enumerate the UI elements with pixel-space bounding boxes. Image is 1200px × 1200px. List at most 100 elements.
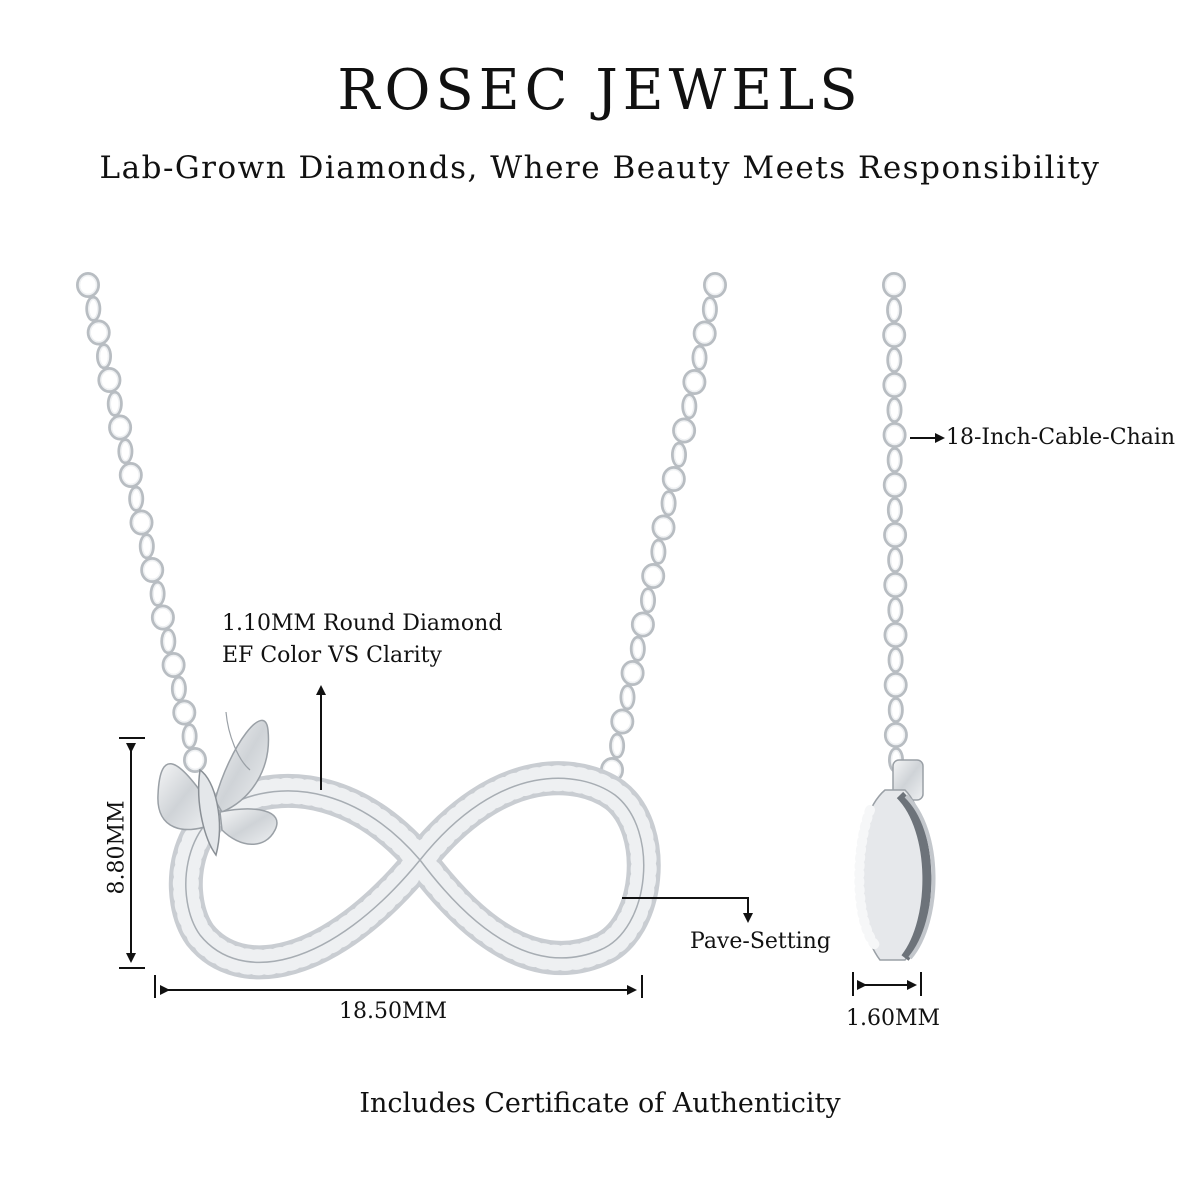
chain-link-highlight xyxy=(889,349,900,371)
chain-link xyxy=(620,660,645,686)
chain-link xyxy=(118,462,143,488)
chain-link-highlight xyxy=(130,488,142,510)
chain-link-highlight xyxy=(643,565,663,587)
chain-link xyxy=(882,472,907,498)
chain-link xyxy=(692,320,717,347)
chain-link xyxy=(886,447,903,473)
chain-link-highlight xyxy=(653,541,664,563)
chain-link xyxy=(149,580,166,607)
chain-link-highlight xyxy=(184,726,195,747)
chain-link-highlight xyxy=(889,449,900,471)
chain-link xyxy=(183,747,207,773)
chain-link-highlight xyxy=(684,396,695,417)
chain-link-highlight xyxy=(695,323,714,344)
chain-link xyxy=(150,604,175,631)
chain-link-highlight xyxy=(153,607,173,628)
width-label: 18.50MM xyxy=(339,999,448,1024)
chain-link-highlight xyxy=(886,674,905,696)
chain-link xyxy=(886,297,903,323)
chain-link-highlight xyxy=(132,512,151,533)
chain-link-highlight xyxy=(886,724,906,746)
chain-link-highlight xyxy=(633,614,653,635)
brand-title: ROSEC JEWELS xyxy=(337,58,863,123)
side-view-pendant xyxy=(854,759,936,961)
chain-link xyxy=(887,647,904,673)
chain-link xyxy=(681,393,698,420)
chain-link xyxy=(86,319,111,346)
chain-link-highlight xyxy=(654,517,673,538)
diamond-spec-line1: 1.10MM Round Diamond xyxy=(222,611,503,636)
chain-link-highlight xyxy=(889,399,900,421)
chain-link xyxy=(138,533,155,560)
chain-link-highlight xyxy=(164,654,183,676)
chain-link-highlight xyxy=(623,662,642,684)
chain-link xyxy=(887,597,904,623)
chain-link xyxy=(129,509,154,536)
chain-link-highlight xyxy=(185,749,205,771)
chain-link xyxy=(650,538,667,565)
chain-link xyxy=(887,547,904,573)
chain-link xyxy=(883,572,908,598)
chain-label: 18-Inch-Cable-Chain xyxy=(946,425,1176,450)
chain-link-highlight xyxy=(632,638,644,660)
chain-link-highlight xyxy=(611,735,623,757)
chain-link-highlight xyxy=(89,322,108,343)
chain-link xyxy=(672,417,697,444)
chain-link xyxy=(181,723,198,750)
chain-link-highlight xyxy=(885,474,905,496)
chain-link-highlight xyxy=(674,420,694,441)
chain-link xyxy=(96,343,112,370)
chain-link xyxy=(630,611,655,638)
diamond-spec-line2: EF Color VS Clarity xyxy=(222,643,442,668)
chain-link-highlight xyxy=(163,631,174,652)
chain-link xyxy=(887,697,904,723)
chain-link xyxy=(701,296,718,323)
chain-link xyxy=(619,684,636,711)
chain-link xyxy=(660,490,677,517)
chain-link-highlight xyxy=(78,274,98,296)
chain-link xyxy=(661,466,686,492)
certificate-note: Includes Certificate of Authenticity xyxy=(359,1088,841,1119)
chain-link-highlight xyxy=(889,499,901,521)
chain-link xyxy=(85,295,102,322)
chain-link xyxy=(682,369,707,395)
chain-link xyxy=(170,675,187,702)
depth-dimension xyxy=(852,972,922,996)
chain-link xyxy=(671,441,687,468)
chain-link-highlight xyxy=(888,299,900,321)
chain-link-highlight xyxy=(141,536,153,557)
chain-link-highlight xyxy=(890,699,902,721)
chain-link xyxy=(886,397,903,423)
chain-link-highlight xyxy=(121,464,141,486)
chain-link-highlight xyxy=(890,649,901,671)
chain-link xyxy=(160,628,177,655)
chain-link-highlight xyxy=(100,369,119,391)
chain-link-highlight xyxy=(175,702,194,723)
chain-link-highlight xyxy=(889,549,901,571)
chain-link-highlight xyxy=(110,417,130,438)
chain-link-highlight xyxy=(152,583,163,605)
chain-right xyxy=(600,272,727,783)
chain-link-highlight xyxy=(685,371,704,393)
chain-link xyxy=(703,272,727,298)
chain-link-highlight xyxy=(884,274,904,296)
butterfly-charm xyxy=(157,711,278,857)
chain-link xyxy=(128,485,145,512)
chain-link xyxy=(882,322,907,348)
chain-link xyxy=(886,497,903,523)
chain-left xyxy=(76,272,207,773)
chain-link-highlight xyxy=(98,346,110,367)
chain-link xyxy=(117,438,134,465)
chain-link-highlight xyxy=(664,468,684,490)
chain-link-highlight xyxy=(120,441,131,462)
chain-link-highlight xyxy=(890,599,901,621)
chain-link xyxy=(883,672,908,698)
width-dimension xyxy=(154,975,643,998)
chain-link-highlight xyxy=(642,590,654,611)
chain-link xyxy=(882,272,906,298)
chain-link-highlight xyxy=(663,493,674,514)
chain-link xyxy=(640,587,656,614)
chain-link-highlight xyxy=(622,687,633,708)
chain-link-highlight xyxy=(613,711,632,732)
brand-tagline: Lab-Grown Diamonds, Where Beauty Meets R… xyxy=(99,150,1101,186)
